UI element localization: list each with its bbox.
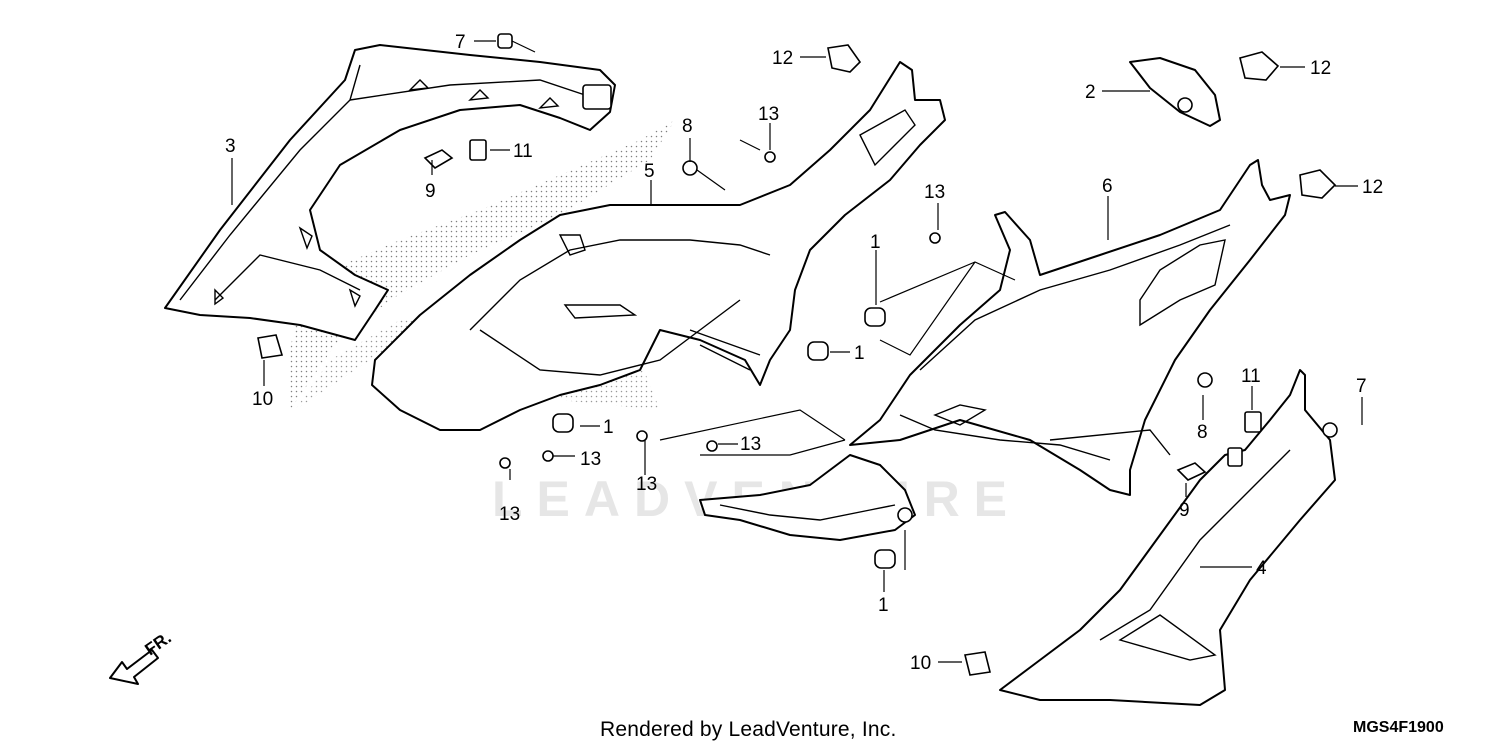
part-4-right-lower-trim[interactable]: [999, 369, 1336, 706]
callout-11-right: 11: [1241, 366, 1261, 387]
front-direction-arrow: FR.: [109, 628, 175, 685]
callout-12-top-right: 12: [1310, 58, 1331, 79]
diagram-code: MGS4F1900: [1353, 719, 1444, 736]
callout-8-left: 8: [682, 116, 693, 137]
callout-9-left: 9: [425, 181, 436, 202]
callout-13-center-b: 13: [740, 434, 761, 455]
callout-10-left: 10: [252, 389, 273, 410]
callout-12-right: 12: [1362, 177, 1383, 198]
callout-13-left-b: 13: [499, 504, 520, 525]
callout-13-upper: 13: [758, 104, 779, 125]
callout-6: 6: [1102, 176, 1113, 197]
footer-credit: Rendered by LeadVenture, Inc.: [600, 718, 897, 741]
callout-7-top-left: 7: [455, 32, 466, 53]
callout-1-bottom: 1: [878, 595, 889, 616]
callout-3: 3: [225, 136, 236, 157]
callout-2: 2: [1085, 82, 1096, 103]
leader-lines: [231, 40, 1363, 663]
callout-9-right: 9: [1179, 500, 1190, 521]
callout-13-right-upper: 13: [924, 182, 945, 203]
part-5-center-inner-cover[interactable]: [371, 61, 946, 431]
callout-labels: 7 12 2 12 3 8 13 11 9 5 12 13 6 1 1 10 1…: [225, 32, 1383, 674]
callout-13-center-a: 13: [636, 474, 657, 495]
callout-1-middle: 1: [854, 343, 865, 364]
part-undercover-lower[interactable]: [699, 454, 916, 541]
callout-13-left-a: 13: [580, 449, 601, 470]
callout-12-top-center: 12: [772, 48, 793, 69]
callout-1-left: 1: [603, 417, 614, 438]
callout-11-left: 11: [513, 141, 533, 162]
callout-1-upper: 1: [870, 232, 881, 253]
part-6-right-side-cover[interactable]: [849, 159, 1291, 496]
callout-7-right: 7: [1356, 376, 1367, 397]
callout-10-right: 10: [910, 653, 931, 674]
callout-4: 4: [1256, 558, 1267, 579]
hardware-items: [257, 33, 1338, 676]
callout-5: 5: [644, 161, 655, 182]
part-3-left-inner-cover[interactable]: [164, 44, 616, 341]
callout-8-right: 8: [1197, 422, 1208, 443]
part-2-small-cover[interactable]: [1129, 57, 1221, 127]
